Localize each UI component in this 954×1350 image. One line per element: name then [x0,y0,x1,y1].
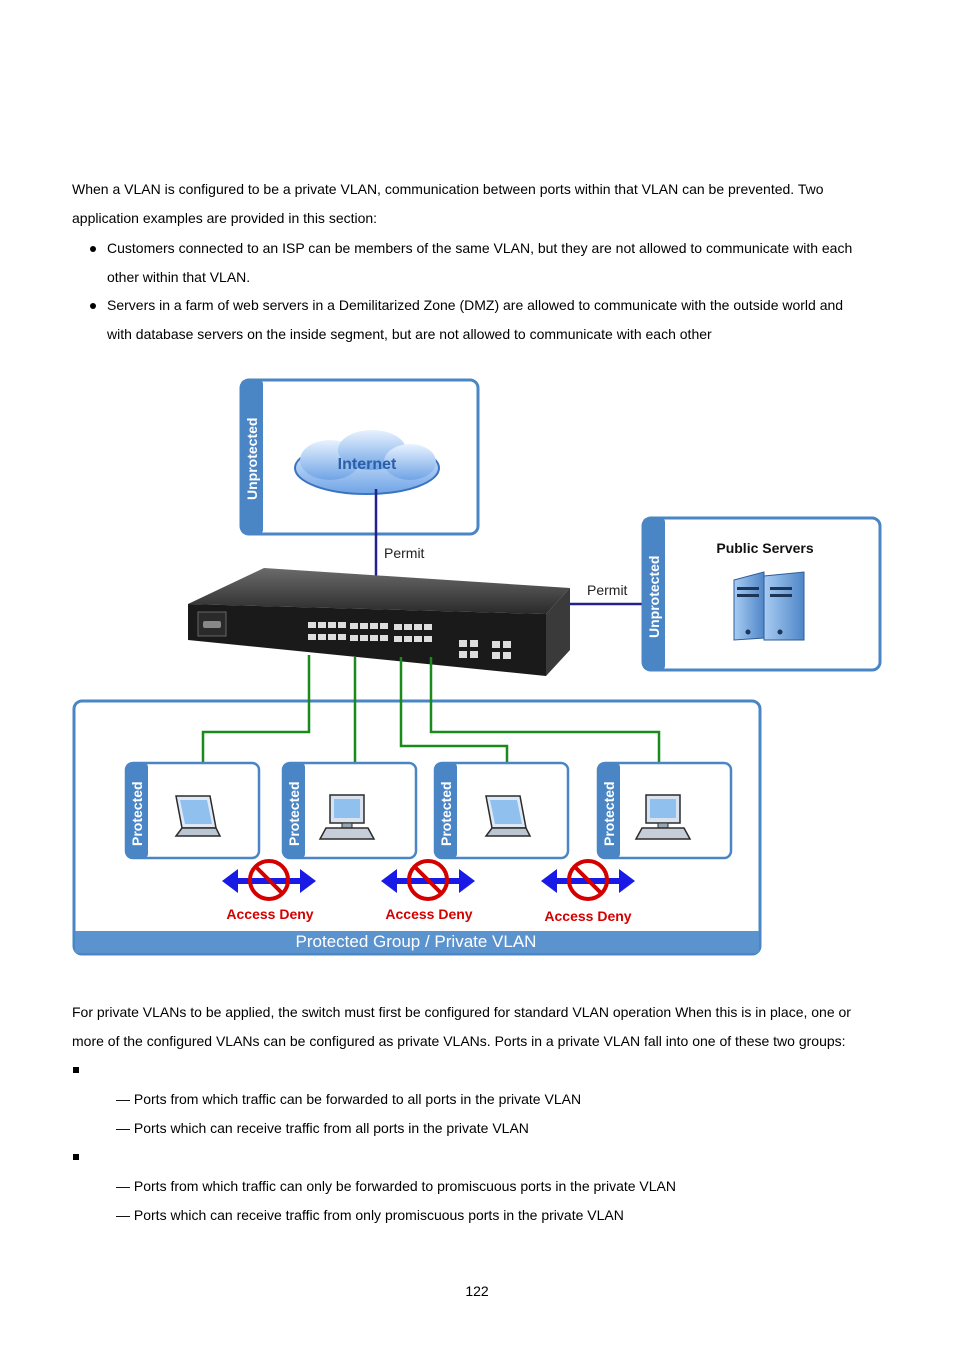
access-deny-2: Access Deny [381,859,475,922]
bullet-1-line-1: Customers connected to an ISP can be mem… [107,240,853,256]
square-bullet-icon [73,1067,79,1073]
unprotected-label-servers: Unprotected [646,556,662,638]
bullet-item-2: Servers in a farm of web servers in a De… [107,291,887,349]
internet-cloud-icon: Internet [294,430,440,495]
protected-group-label: Protected Group / Private VLAN [296,932,537,951]
bullet-2-line-1: Servers in a farm of web servers in a De… [107,297,844,313]
internet-label: Internet [338,456,397,473]
protected-label: Protected [286,781,302,846]
no-entry-icon [248,859,290,901]
access-deny-1: Access Deny [222,859,316,922]
second-line-2: more of the configured VLANs can be conf… [72,1033,846,1049]
protected-host-4: Protected [596,761,733,860]
protected-label: Protected [601,781,617,846]
public-servers-label: Public Servers [716,540,813,556]
group-1-item-2: — Ports which can receive traffic from a… [116,1120,529,1136]
page-number: 122 [465,1283,489,1299]
bullet-dot [90,303,96,309]
permit-label-servers: Permit [587,582,628,598]
private-vlan-diagram: Unprotected Internet Permit Permit Unpro… [72,378,882,956]
permit-label-internet: Permit [384,545,425,561]
bullet-item-1: Customers connected to an ISP can be mem… [107,234,887,292]
intro-paragraph: When a VLAN is configured to be a privat… [72,175,882,233]
intro-line-1: When a VLAN is configured to be a privat… [72,181,824,197]
square-bullet-icon [73,1154,79,1160]
group-1-item-1: — Ports from which traffic can be forwar… [116,1091,582,1107]
second-paragraph: For private VLANs to be applied, the swi… [72,998,882,1056]
no-entry-icon [407,859,449,901]
unprotected-label-top: Unprotected [244,418,260,500]
access-deny-label: Access Deny [385,906,472,922]
protected-label: Protected [438,781,454,846]
access-deny-3: Access Deny [541,859,635,924]
protected-host-1: Protected [124,761,261,860]
intro-line-2: application examples are provided in thi… [72,210,378,226]
group-2-item-1: — Ports from which traffic can only be f… [116,1178,676,1194]
access-deny-label: Access Deny [544,908,631,924]
group-2-item-2: — Ports which can receive traffic from o… [116,1207,624,1223]
bullet-2-line-2: with database servers on the inside segm… [107,326,712,342]
bullet-dot [90,246,96,252]
second-line-1: For private VLANs to be applied, the swi… [72,1004,851,1020]
protected-label: Protected [129,781,145,846]
switch-icon [188,568,570,676]
server-icon [733,571,805,641]
bullet-1-line-2: other within that VLAN. [107,269,251,285]
access-deny-label: Access Deny [226,906,313,922]
protected-host-3: Protected [433,761,570,860]
protected-host-2: Protected [281,761,418,860]
no-entry-icon [567,859,609,901]
